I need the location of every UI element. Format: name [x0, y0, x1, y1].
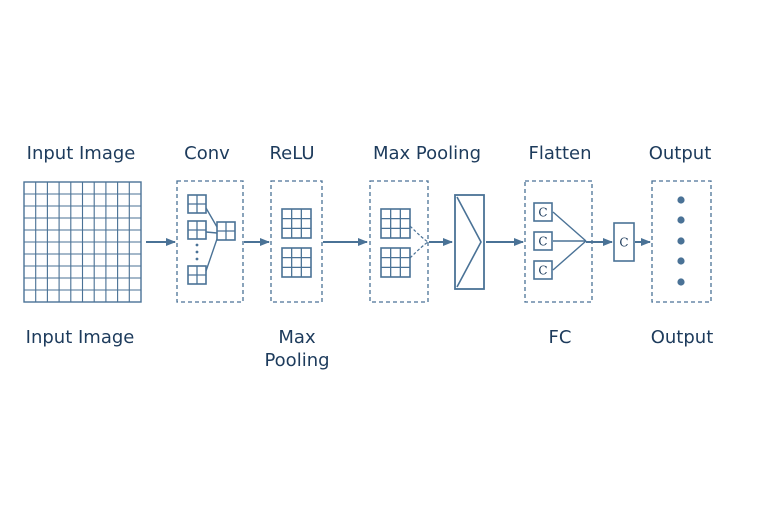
conv-output-kernel — [216, 221, 236, 241]
pool-grid-1-frame — [380, 208, 411, 239]
conv-link-1 — [205, 207, 218, 228]
pool-merge-curve-2 — [409, 241, 429, 259]
relu-grid-2-frame — [281, 247, 312, 278]
output-dot — [677, 257, 685, 265]
relu-block — [270, 180, 323, 303]
label-output-bottom: Output — [650, 327, 714, 348]
conv-kernel-2 — [187, 220, 207, 240]
fc-node-1: C — [533, 202, 553, 222]
label-max-pooling-top: Max Pooling — [372, 143, 482, 164]
fc-node-2: C — [533, 231, 553, 251]
fc-output-node-glyph: C — [619, 236, 628, 250]
conv-kernel-1 — [187, 194, 207, 214]
input-image-grid — [23, 181, 142, 303]
label-output-top: Output — [648, 143, 712, 164]
fc-node-1-box — [533, 202, 553, 222]
conv-ellipsis-dot — [195, 243, 199, 247]
pool-dashed-box — [369, 180, 429, 303]
conv-ellipsis-dot — [195, 257, 199, 261]
relu-grid-1-frame — [281, 208, 312, 239]
fc-connection — [552, 211, 587, 242]
pool-grid-1 — [380, 208, 411, 239]
relu-grid-2 — [281, 247, 312, 278]
flatten-box — [454, 194, 485, 290]
fc-node-3-box — [533, 260, 553, 280]
label-max-pooling-bottom: Max Pooling — [264, 326, 329, 372]
label-max-pooling-line1: Max — [278, 327, 316, 348]
fc-output-node-box — [613, 222, 635, 262]
flatten-chevron — [456, 196, 482, 288]
fc-connection — [552, 240, 587, 271]
input-grid — [23, 181, 142, 303]
output-dot — [677, 216, 685, 224]
relu-dashed-box — [270, 180, 323, 303]
label-input-image-bottom: Input Image — [25, 327, 135, 348]
fc-node-3: C — [533, 260, 553, 280]
conv-link-2 — [205, 231, 218, 234]
fc-output-node: C — [613, 222, 635, 262]
label-flatten-top: Flatten — [528, 143, 592, 164]
label-conv-top: Conv — [184, 143, 230, 164]
label-fc-bottom: FC — [548, 327, 572, 348]
output-dot — [677, 278, 685, 286]
conv-link-3 — [205, 238, 218, 272]
output-dot — [677, 196, 685, 204]
conv-block — [176, 180, 244, 303]
pool-grid-2 — [380, 247, 411, 278]
conv-ellipsis-dot — [195, 250, 199, 254]
flatten-shape — [454, 194, 485, 290]
conv-kernel-3 — [187, 265, 207, 285]
label-max-pooling-line2: Pooling — [264, 350, 330, 371]
label-input-image-top: Input Image — [26, 143, 136, 164]
output-block — [651, 180, 712, 303]
fc-node-2-glyph: C — [538, 235, 547, 249]
pool-grid-2-frame — [380, 247, 411, 278]
relu-grid-1 — [281, 208, 312, 239]
label-relu-top: ReLU — [269, 143, 315, 164]
conv-dashed-box — [176, 180, 244, 303]
max-pooling-block — [369, 180, 429, 303]
output-dashed-box — [651, 180, 712, 303]
output-dot — [677, 237, 685, 245]
pool-merge-curve-1 — [409, 225, 429, 243]
fc-node-1-glyph: C — [538, 206, 547, 220]
fc-node-3-glyph: C — [538, 264, 547, 278]
fc-block: C C C C — [524, 180, 635, 303]
fc-node-2-box — [533, 231, 553, 251]
